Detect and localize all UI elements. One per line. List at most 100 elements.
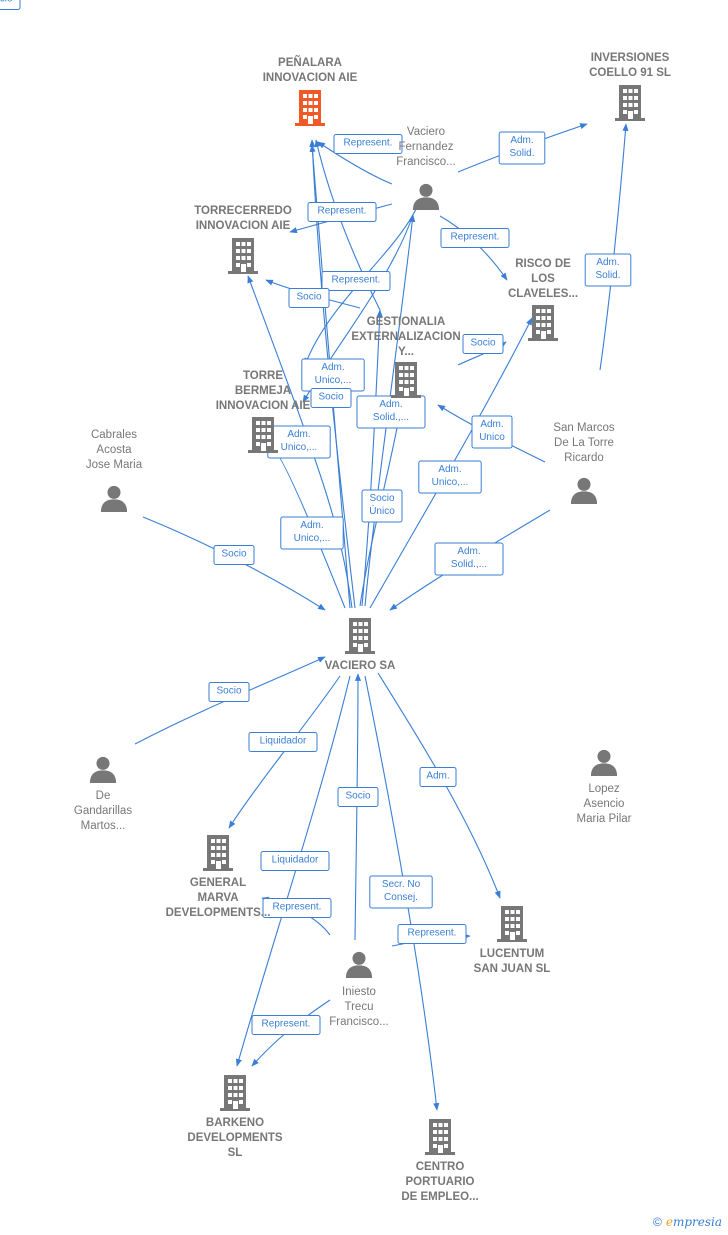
- node-iniesto-trecu-francisco[interactable]: IniestoTrecuFrancisco...: [329, 951, 389, 1028]
- relation-label[interactable]: Socio: [0, 0, 21, 10]
- relation-label-text: Socio: [0, 0, 13, 5]
- node-risco-de-los-claveles[interactable]: RISCO DELOSCLAVELES...: [508, 258, 578, 341]
- relation-label-text: Adm.: [480, 419, 503, 430]
- building-icon: [528, 305, 558, 341]
- node-label-line: Lopez: [588, 783, 620, 795]
- relation-label-text: Solid.: [509, 148, 534, 159]
- relation-label[interactable]: Represent.: [440, 228, 510, 248]
- building-icon: [615, 85, 645, 121]
- building-icon: [391, 362, 421, 398]
- brand-first-letter: e: [665, 1215, 673, 1229]
- node-gestionalia-externalizacion[interactable]: GESTIONALIAEXTERNALIZACIONY...: [351, 316, 461, 398]
- relation-label-box: [260, 851, 330, 871]
- node-label-line: BARKENO: [206, 1117, 264, 1129]
- node-label-line: DEVELOPMENTS...: [166, 907, 271, 919]
- relation-label-box: [251, 1015, 321, 1035]
- person-icon: [412, 183, 440, 210]
- relation-label[interactable]: Adm.Unico,...: [301, 358, 365, 392]
- relation-label[interactable]: Adm.Solid.: [584, 253, 632, 287]
- relation-label-box: [0, 0, 21, 10]
- relation-label-text: Adm.: [426, 771, 449, 782]
- relation-label-text: Socio: [470, 338, 495, 349]
- relation-label-box: [208, 682, 250, 702]
- node-label-line: EXTERNALIZACION: [351, 331, 460, 343]
- relation-label-box: [248, 732, 318, 752]
- relation-label[interactable]: Adm.Unico,...: [280, 516, 344, 550]
- node-label-line: INNOVACION AIE: [196, 220, 291, 232]
- node-label-line: San Marcos: [553, 422, 615, 434]
- relation-label-text: Represent.: [344, 138, 393, 149]
- node-general-marva-developments[interactable]: GENERALMARVADEVELOPMENTS...: [166, 835, 271, 919]
- relation-label-text: Solid.: [595, 270, 620, 281]
- relation-label-text: Socio: [345, 791, 370, 802]
- relation-label[interactable]: Represent.: [262, 898, 332, 918]
- node-label-line: LUCENTUM: [480, 948, 545, 960]
- connection-line: [235, 675, 351, 1067]
- node-label-line: GESTIONALIA: [367, 316, 446, 328]
- relation-label[interactable]: Adm.: [419, 767, 457, 787]
- relation-label[interactable]: Adm.Unico,...: [418, 460, 482, 494]
- node-label-line: TORRE: [243, 370, 283, 382]
- relation-label[interactable]: Socio: [288, 288, 330, 308]
- node-label-line: Ricardo: [564, 452, 604, 464]
- relation-label[interactable]: Socio: [337, 787, 379, 807]
- node-label-line: Iniesto: [342, 986, 376, 998]
- relation-label[interactable]: Adm.Unico: [471, 415, 513, 449]
- relation-label[interactable]: Adm.Unico,...: [267, 425, 331, 459]
- copyright-symbol: ©: [652, 1215, 662, 1229]
- node-vaciero-fernandez-francisco[interactable]: VacieroFernandezFrancisco...: [396, 126, 456, 210]
- relation-label-box: [288, 288, 330, 308]
- relation-label[interactable]: Socio: [310, 388, 352, 408]
- relation-label[interactable]: Represent.: [251, 1015, 321, 1035]
- relation-label-box: [310, 388, 352, 408]
- building-icon: [248, 417, 278, 453]
- node-label-line: Asencio: [584, 798, 625, 810]
- relation-label[interactable]: Liquidador: [248, 732, 318, 752]
- building-icon: [497, 906, 527, 942]
- relation-label[interactable]: Adm.Solid.,...: [356, 395, 426, 429]
- relation-label-box: [397, 924, 467, 944]
- node-label-line: COELLO 91 SL: [589, 67, 671, 79]
- relation-label[interactable]: Represent.: [333, 134, 403, 154]
- relation-label-box: [419, 767, 457, 787]
- relation-label[interactable]: Liquidador: [260, 851, 330, 871]
- relation-label[interactable]: Represent.: [307, 202, 377, 222]
- node-label-line: Trecu: [345, 1001, 374, 1013]
- node-de-gandarillas-martos[interactable]: DeGandarillasMartos...: [74, 756, 132, 832]
- relation-label[interactable]: Socio: [213, 545, 255, 565]
- highlighted-building-icon: [295, 90, 325, 126]
- relation-label[interactable]: Adm.Solid.: [498, 131, 546, 165]
- relation-label[interactable]: Socio: [208, 682, 250, 702]
- node-label-line: CENTRO: [416, 1161, 465, 1173]
- relation-label-text: Unico,...: [432, 477, 469, 488]
- node-vaciero-sa[interactable]: VACIERO SA: [325, 618, 396, 672]
- relation-label[interactable]: Socio: [462, 334, 504, 354]
- empresia-watermark[interactable]: ©empresia: [653, 1215, 722, 1229]
- connection-line: [354, 673, 362, 941]
- relation-label[interactable]: Represent.: [321, 271, 391, 291]
- edge-labels-layer: Represent.Adm.Solid.Represent.Represent.…: [0, 0, 632, 1035]
- relation-label-box: [434, 542, 504, 576]
- relation-label-text: Represent.: [332, 275, 381, 286]
- brand-name: mpresia: [672, 1215, 722, 1229]
- person-icon: [590, 749, 618, 776]
- relation-label-text: Adm.: [379, 399, 402, 410]
- relation-label[interactable]: Adm.Solid.,...: [434, 542, 504, 576]
- relation-label-text: Socio: [369, 493, 394, 504]
- node-label-line: INNOVACION AIE: [216, 400, 311, 412]
- relation-label-text: Único: [369, 504, 395, 517]
- relation-label[interactable]: Represent.: [397, 924, 467, 944]
- relation-label-box: [280, 516, 344, 550]
